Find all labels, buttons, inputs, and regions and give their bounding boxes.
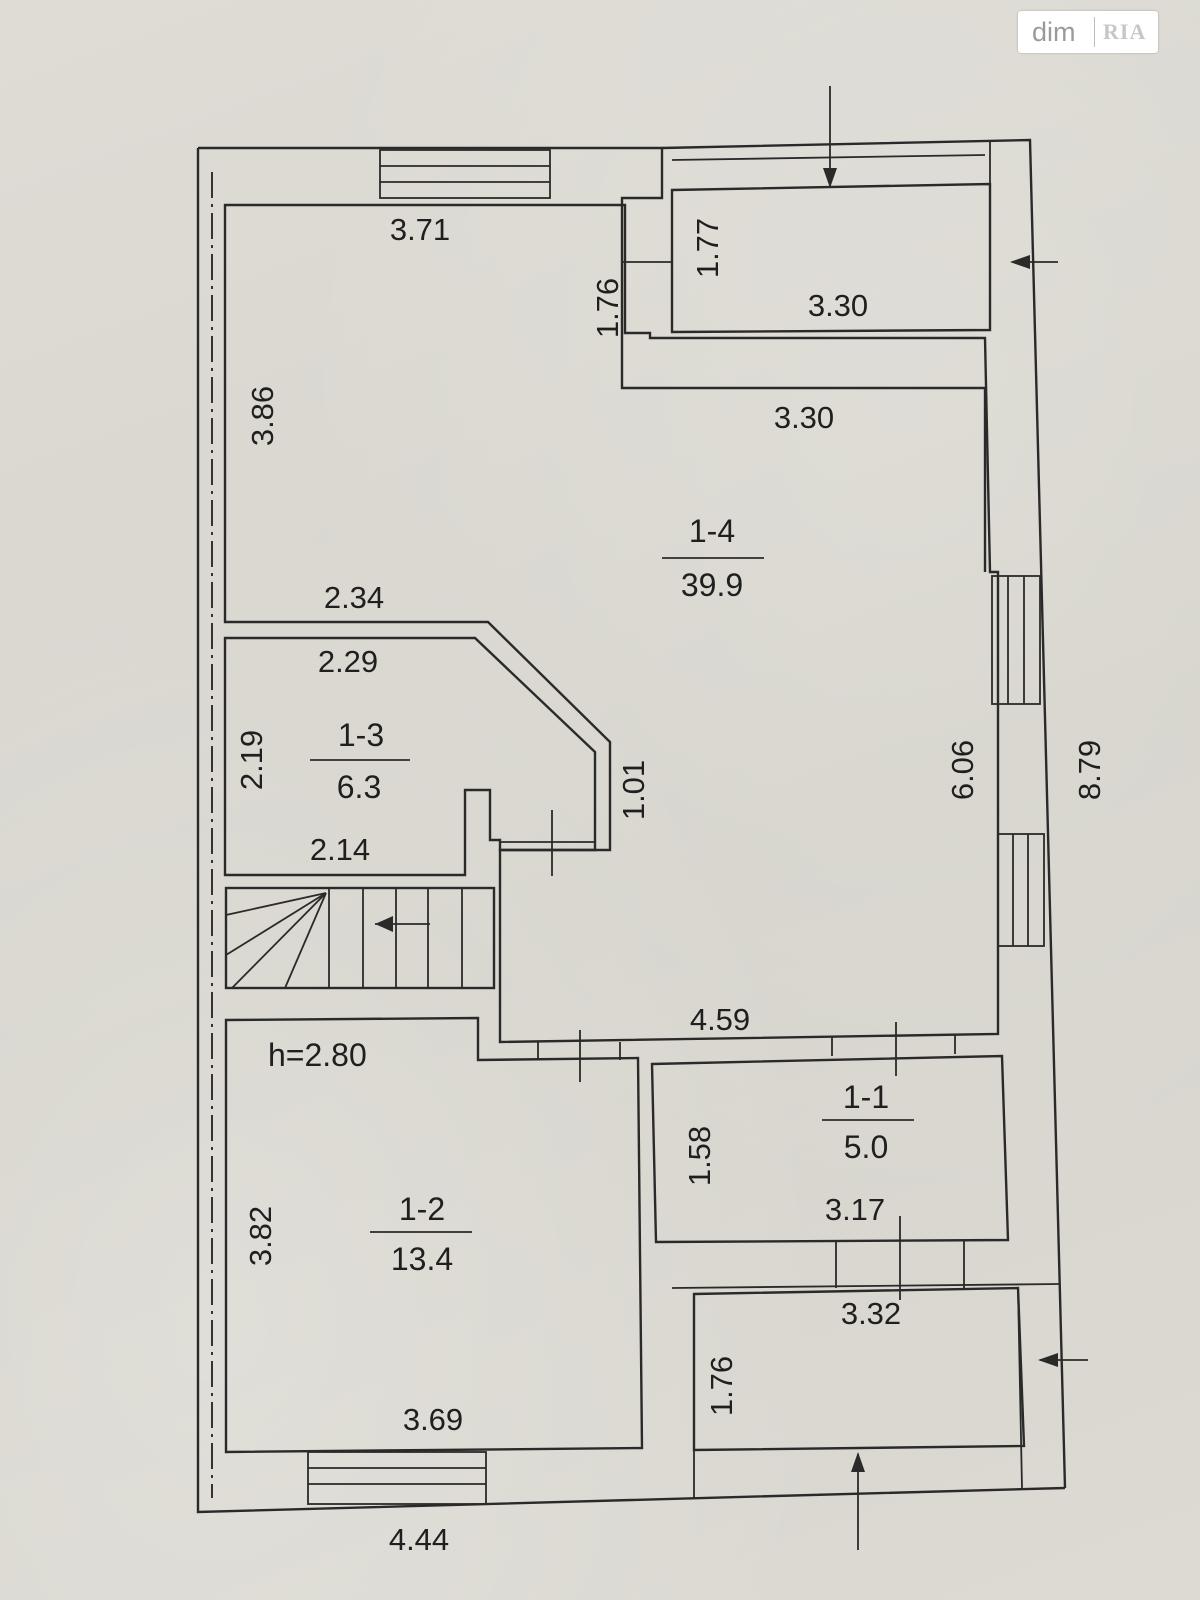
arrow-head bbox=[823, 168, 837, 188]
stair-winder bbox=[284, 892, 327, 989]
room-1-1-outline bbox=[650, 1054, 1010, 1244]
dim-2-14: 2.14 bbox=[310, 832, 370, 867]
ceiling-height: h=2.80 bbox=[268, 1037, 367, 1073]
dim-ria-watermark: dim RIA bbox=[1018, 11, 1158, 53]
room-1-2-area: 13.4 bbox=[391, 1241, 453, 1277]
balcony-bottom-top-line bbox=[671, 1283, 1061, 1289]
dim-6-06: 6.06 bbox=[945, 740, 980, 800]
window-right-lower bbox=[997, 833, 1045, 947]
dim-2-19: 2.19 bbox=[234, 730, 269, 790]
exterior-walls bbox=[196, 138, 1067, 1514]
room-1-3-id: 1-3 bbox=[338, 717, 384, 753]
dim-1-76-top: 1.76 bbox=[590, 278, 625, 338]
staircase-outline bbox=[224, 886, 496, 990]
dim-3-86: 3.86 bbox=[245, 386, 280, 446]
window-top bbox=[379, 149, 551, 199]
dim-8-79: 8.79 bbox=[1072, 740, 1107, 800]
dim-3-71: 3.71 bbox=[390, 212, 450, 247]
dim-2-34: 2.34 bbox=[324, 580, 384, 615]
stair-arrow-head bbox=[375, 916, 393, 932]
dim-1-77: 1.77 bbox=[690, 218, 725, 278]
exterior-wall-segment bbox=[198, 146, 987, 572]
watermark-ria-logo: RIA bbox=[1103, 19, 1147, 44]
watermark-separator bbox=[1094, 17, 1095, 47]
room-1-3-walls bbox=[223, 636, 597, 877]
exterior-wall-left-bottom bbox=[196, 148, 1066, 1514]
balcony-bottom bbox=[671, 1283, 1061, 1498]
dim-3-32: 3.32 bbox=[841, 1296, 901, 1331]
balcony-bottom-rail bbox=[1017, 1287, 1023, 1489]
room-1-1-walls bbox=[650, 1022, 1010, 1300]
arrow-head bbox=[1038, 1353, 1058, 1367]
staircase bbox=[224, 886, 496, 990]
stair-winder bbox=[231, 892, 327, 989]
balcony-top-inner-line bbox=[671, 154, 986, 161]
dim-3-82: 3.82 bbox=[243, 1206, 278, 1266]
window-bottom bbox=[307, 1451, 487, 1505]
room-1-3-outline bbox=[223, 636, 597, 877]
exterior-wall-top-right bbox=[661, 138, 1067, 1489]
dim-1-01: 1.01 bbox=[616, 760, 651, 820]
dim-3-69: 3.69 bbox=[403, 1402, 463, 1437]
room-1-4-id: 1-4 bbox=[689, 513, 735, 549]
room-1-4-area: 39.9 bbox=[681, 567, 743, 603]
room-1-1-area: 5.0 bbox=[844, 1129, 888, 1165]
balcony-bottom-outline bbox=[692, 1286, 1026, 1452]
room-1-3-area: 6.3 bbox=[337, 769, 381, 805]
arrow-head bbox=[1010, 255, 1030, 269]
room-1-4-outline bbox=[223, 203, 1000, 1044]
room-labels: 1-4 39.9 1-3 6.3 1-2 13.4 1-1 5.0 h=2.80 bbox=[268, 513, 914, 1277]
windows bbox=[307, 149, 1045, 1505]
room-1-2-id: 1-2 bbox=[399, 1191, 445, 1227]
arrow-head bbox=[851, 1452, 865, 1472]
room-1-1-id: 1-1 bbox=[843, 1079, 889, 1115]
room-1-4-walls bbox=[223, 203, 1000, 1044]
dim-3-17: 3.17 bbox=[825, 1192, 885, 1227]
watermark-dim-text: dim bbox=[1032, 16, 1076, 47]
balcony-top bbox=[622, 140, 992, 334]
dim-1-76-bottom: 1.76 bbox=[704, 1356, 739, 1416]
dim-4-59: 4.59 bbox=[690, 1002, 750, 1037]
stair-winder bbox=[225, 892, 327, 956]
entrance-arrows bbox=[823, 86, 1088, 1550]
dimension-labels: 3.71 3.30 3.30 2.34 2.29 2.14 4.59 3.17 … bbox=[234, 212, 1107, 1557]
room-1-2-walls bbox=[224, 810, 644, 1454]
dim-3-30-upper: 3.30 bbox=[808, 288, 868, 323]
dim-1-58: 1.58 bbox=[682, 1126, 717, 1186]
dim-3-30-lower: 3.30 bbox=[774, 400, 834, 435]
window-right-upper bbox=[991, 575, 1041, 705]
dim-4-44: 4.44 bbox=[389, 1522, 449, 1557]
dim-2-29: 2.29 bbox=[318, 644, 378, 679]
stair-winder bbox=[225, 892, 327, 916]
room-1-2-outline bbox=[224, 1016, 644, 1454]
